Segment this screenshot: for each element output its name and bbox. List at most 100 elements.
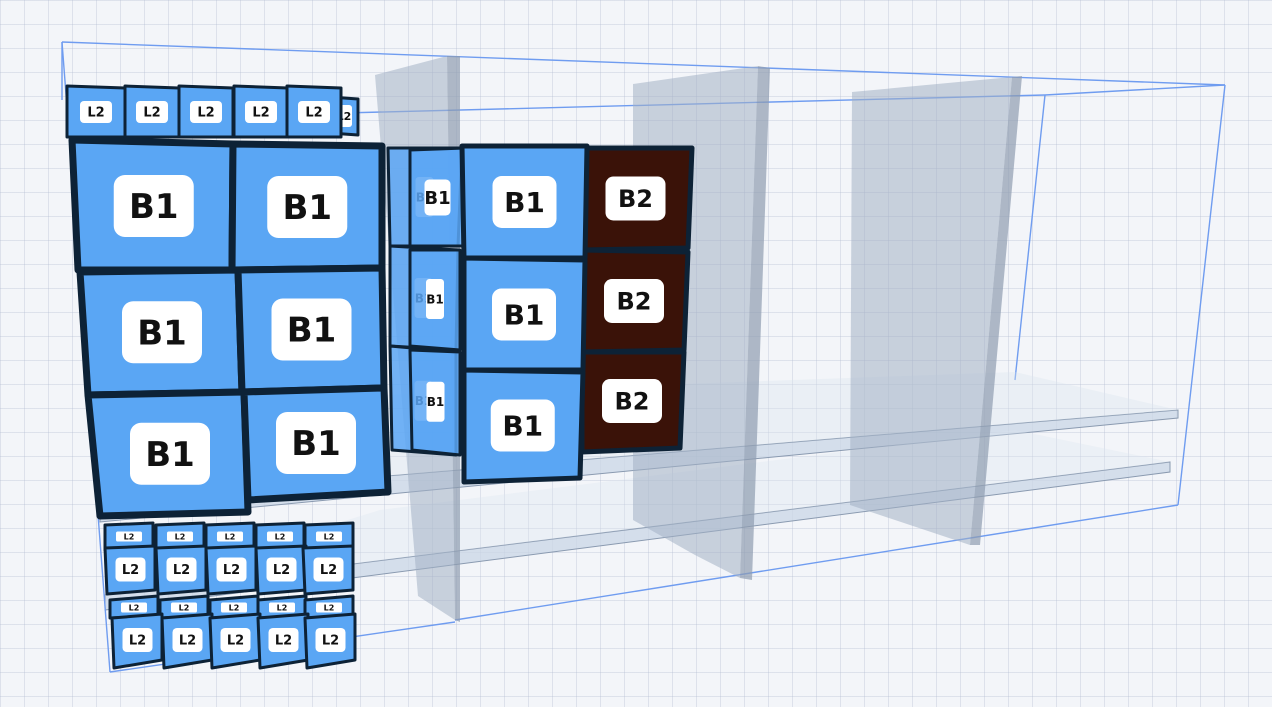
box-label-badge: [316, 602, 342, 613]
l2-mid-box-3[interactable]: L2: [204, 544, 258, 596]
l2-top-box-5[interactable]: L2: [285, 84, 343, 139]
box-label-badge: [80, 101, 112, 123]
l2-bot-box-5[interactable]: L2: [303, 612, 357, 670]
box-label-badge: [424, 179, 451, 216]
box-label: L2: [227, 634, 244, 649]
box-label: B1: [504, 186, 545, 219]
box-label-badge: [122, 301, 202, 364]
box-label: L2: [229, 603, 240, 612]
l2-top-box-4[interactable]: L2: [232, 84, 290, 139]
box-label-badge: [492, 176, 557, 228]
b1-large-box-4[interactable]: B1: [234, 264, 388, 396]
box-label: L2: [324, 532, 335, 541]
box-label-badge: [269, 602, 295, 613]
box-label-badge: [492, 288, 556, 341]
box-label-badge: [115, 557, 146, 582]
box-label: L2: [129, 603, 140, 612]
box-label: B2: [615, 388, 650, 416]
box-label-badge: [426, 381, 445, 422]
box-label-badge: [602, 379, 662, 423]
b1-mid-box-3[interactable]: B1: [461, 367, 586, 485]
box-label: L2: [122, 563, 139, 578]
box-label-badge: [217, 531, 243, 542]
box-label-badge: [216, 557, 247, 582]
box-label-badge: [220, 628, 251, 652]
b1-mid-box-2[interactable]: B1: [461, 255, 588, 373]
back-b1-box-top[interactable]: B1: [408, 146, 467, 248]
box-label-badge: [167, 531, 193, 542]
box-label-badge: [121, 602, 147, 613]
box-label-badge: [316, 531, 342, 542]
back-b1-box-inner-1[interactable]: B1: [408, 248, 462, 352]
l2-mid-box-2[interactable]: L2: [154, 544, 208, 596]
box-label-badge: [298, 101, 330, 123]
box-label: B1: [137, 313, 187, 353]
box-label: L2: [175, 532, 186, 541]
divider-3: [850, 76, 1022, 545]
l2-mid-box-1[interactable]: L2: [103, 544, 157, 596]
box-label: L2: [143, 106, 160, 121]
box-label-badge: [171, 602, 197, 613]
box-label: L2: [322, 634, 339, 649]
b1-large-box-5[interactable]: B1: [84, 388, 252, 520]
box-label-badge: [267, 176, 348, 238]
box-label-badge: [313, 557, 344, 582]
box-label: L2: [129, 634, 146, 649]
box-label-badge: [315, 628, 346, 652]
b1-large-box-6[interactable]: B1: [240, 384, 392, 504]
b1-large-box-1[interactable]: B1: [68, 136, 237, 274]
l2-top-box-3[interactable]: L2: [177, 84, 235, 139]
box-label-badge: [130, 422, 210, 485]
l2-bot-box-1[interactable]: L2: [110, 612, 164, 670]
l2-bot-box-4[interactable]: L2: [256, 612, 310, 670]
l2-bot-box-2[interactable]: L2: [160, 612, 214, 670]
l2-mid-box-4[interactable]: L2: [254, 544, 308, 596]
l2-top-box-2[interactable]: L2: [123, 84, 181, 139]
box-label: L2: [324, 603, 335, 612]
back-b1-box-inner-2[interactable]: B1: [408, 348, 462, 457]
box-label-badge: [271, 298, 352, 361]
box-label: B2: [617, 288, 652, 316]
l2-top-box-1[interactable]: L2: [65, 84, 127, 139]
box-label: B1: [145, 435, 195, 475]
b1-large-box-2[interactable]: B1: [228, 140, 386, 274]
box-label: B1: [426, 292, 444, 306]
box-label-badge: [490, 399, 555, 452]
box-label: B1: [291, 424, 341, 464]
box-label-badge: [276, 412, 356, 474]
box-label-badge: [267, 531, 293, 542]
b2-box-3[interactable]: B2: [579, 349, 687, 455]
b2-box-1[interactable]: B2: [577, 145, 695, 253]
box-label-badge: [221, 602, 247, 613]
box-label-badge: [136, 101, 168, 123]
box-label-badge: [268, 628, 299, 652]
b1-mid-box-1[interactable]: B1: [459, 143, 590, 261]
box-label: L2: [179, 603, 190, 612]
box-label: L2: [179, 634, 196, 649]
box-label: B2: [618, 185, 653, 213]
box-label-badge: [172, 628, 203, 652]
box-label-badge: [190, 101, 222, 123]
box-label: B1: [282, 188, 332, 228]
l2-mid-box-5[interactable]: L2: [301, 544, 355, 596]
box-label-badge: [266, 557, 297, 582]
l2-bot-box-3[interactable]: L2: [208, 612, 262, 670]
box-label: L2: [124, 532, 135, 541]
box-label-badge: [166, 557, 197, 582]
box-label: L2: [277, 603, 288, 612]
box-label: L2: [87, 106, 104, 121]
b2-box-2[interactable]: B2: [579, 247, 691, 355]
box-label-badge: [116, 531, 142, 542]
box-label-badge: [245, 101, 277, 123]
box-label: B1: [502, 410, 543, 443]
box-label: L2: [223, 563, 240, 578]
b1-large-box-3[interactable]: B1: [76, 266, 246, 399]
